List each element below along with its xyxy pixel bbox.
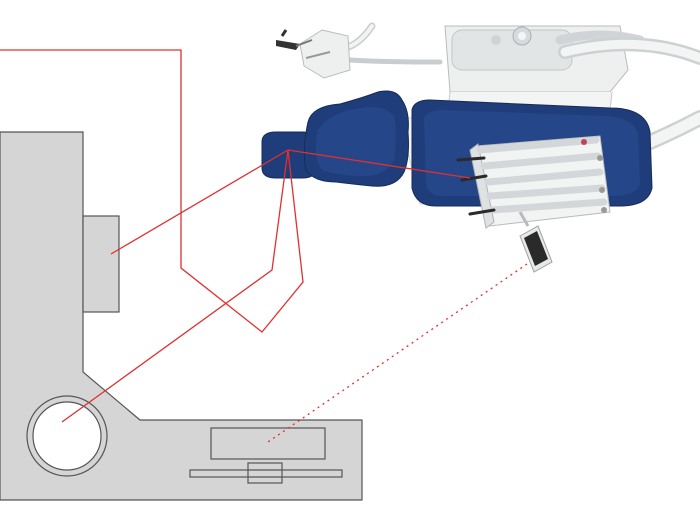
floor-plan xyxy=(0,131,363,501)
instrument-tray-icon xyxy=(456,135,611,229)
desk-unit xyxy=(189,427,343,484)
reference-line xyxy=(0,49,304,333)
cabinet-block xyxy=(82,215,120,313)
sightline-cabinet xyxy=(110,149,289,255)
desk-screen xyxy=(210,427,326,460)
sightline-stool xyxy=(61,149,289,423)
sightline-tray xyxy=(287,149,471,179)
operator-stool xyxy=(26,395,108,477)
dental-unit xyxy=(261,22,700,273)
monitor-icon xyxy=(518,211,553,273)
desk-mouse xyxy=(247,462,283,484)
sightline-monitor-dotted xyxy=(267,263,528,443)
sightlines xyxy=(0,49,528,443)
handpiece-set xyxy=(456,136,608,216)
assistant-hose xyxy=(347,57,443,65)
assistant-holder-icon xyxy=(276,29,351,79)
